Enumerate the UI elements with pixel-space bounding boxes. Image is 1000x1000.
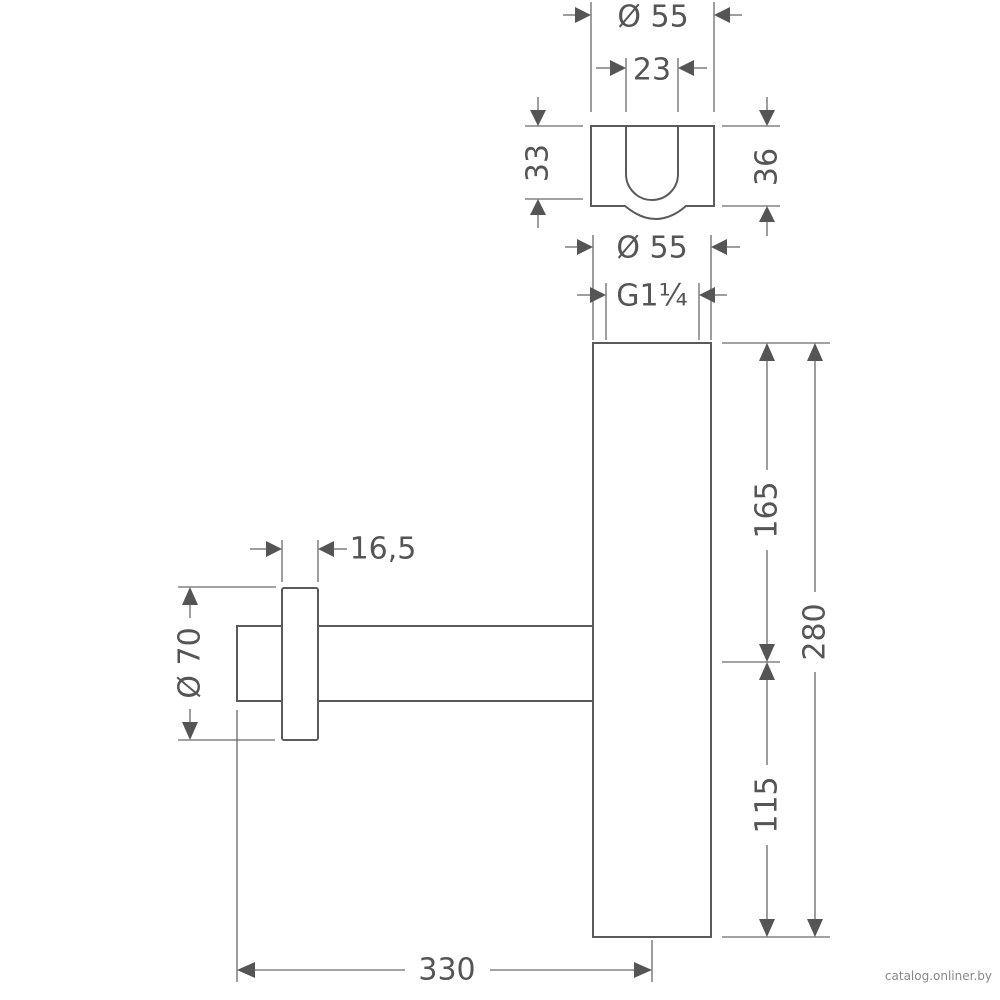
dim-label: 36 (750, 148, 785, 186)
dim-label: Ø 55 (617, 0, 688, 35)
dim-thread: G1¼ (577, 279, 727, 340)
dim-label: 16,5 (350, 532, 417, 567)
dim-label: 330 (418, 953, 475, 988)
dim-label: 115 (750, 776, 785, 833)
siphon-body (592, 342, 712, 938)
dim-label: G1¼ (616, 279, 687, 314)
dim-slot-width: 23 (596, 53, 707, 112)
dim-flange-diameter: Ø 70 (173, 586, 276, 741)
dim-label: 165 (750, 481, 785, 538)
top-profile-view (590, 125, 715, 220)
watermark: catalog.onliner.by (885, 969, 992, 983)
dim-flange-thickness: 16,5 (250, 532, 417, 582)
dim-label: 33 (521, 144, 556, 182)
dim-label: Ø 70 (173, 627, 208, 698)
dim-total-depth: 330 (236, 710, 653, 988)
dim-body-diameter: Ø 55 (565, 231, 740, 340)
dim-label: 280 (798, 603, 833, 660)
dim-label: 23 (633, 53, 671, 88)
dim-profile-height-right: 36 (722, 97, 785, 236)
dim-profile-height-left: 33 (521, 97, 583, 228)
dim-top-diameter: Ø 55 (563, 0, 742, 112)
dim-heights: 165 115 280 (722, 342, 833, 938)
outlet-pipe (236, 587, 593, 741)
dim-label: Ø 55 (616, 231, 687, 266)
